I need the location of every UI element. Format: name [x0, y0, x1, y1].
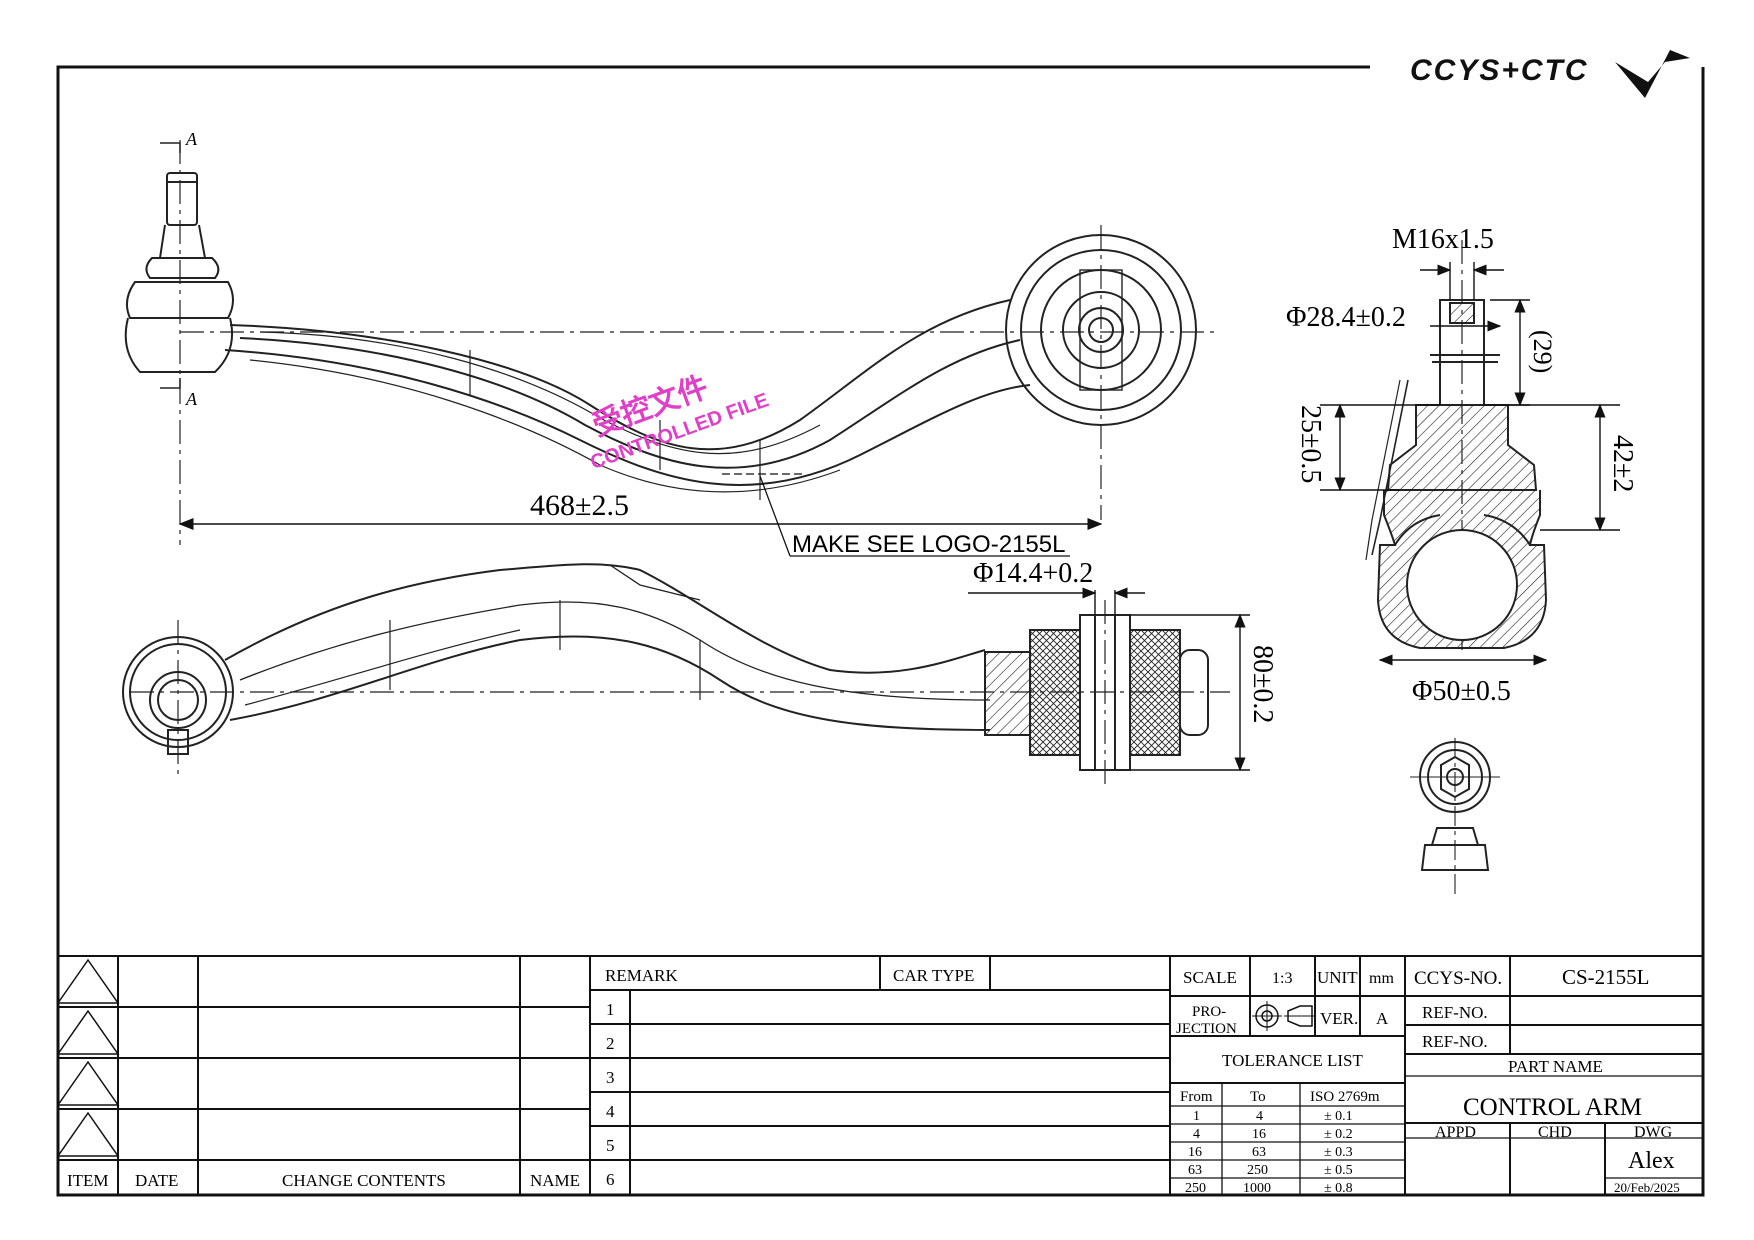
- chd-label: CHD: [1538, 1124, 1572, 1141]
- dim-ball: Φ50±0.5: [1412, 676, 1511, 707]
- logo-note: MAKE SEE LOGO-2155L: [792, 531, 1065, 558]
- ver-value: A: [1376, 1009, 1389, 1028]
- svg-text:4: 4: [1256, 1109, 1263, 1124]
- dim-bore: Φ14.4+0.2: [973, 558, 1093, 589]
- ccys-no-value: CS-2155L: [1562, 965, 1650, 989]
- ccys-ctc-logo: CCYS+CTC: [1410, 50, 1690, 98]
- header-change-contents: CHANGE CONTENTS: [282, 1171, 446, 1190]
- svg-text:± 0.5: ± 0.5: [1324, 1163, 1353, 1178]
- dim-width: 80±0.2: [1247, 645, 1278, 723]
- remark-row-number: 5: [606, 1136, 615, 1155]
- header-date: DATE: [135, 1171, 178, 1190]
- dim-25: 25±0.5: [1295, 405, 1326, 483]
- header-name: NAME: [530, 1171, 580, 1190]
- dim-29: (29): [1528, 330, 1557, 373]
- controlled-stamp: 受控文件 CONTROLLED FILE: [588, 370, 772, 474]
- section-mark-bottom: A: [185, 389, 198, 409]
- tolerance-row: 1 4 ± 0.1: [1193, 1109, 1353, 1124]
- drawing-date: 20/Feb/2025: [1614, 1180, 1680, 1195]
- ref-no-label: REF-NO.: [1422, 1003, 1488, 1022]
- title-block: [56, 955, 1703, 1195]
- scale-block: SCALE 1:3 UNIT mm PRO- JECTION VER. A TO…: [1176, 968, 1394, 1196]
- sheet-border: [56, 65, 1705, 1197]
- svg-text:63: 63: [1188, 1163, 1202, 1178]
- tolerance-title: TOLERANCE LIST: [1222, 1051, 1363, 1070]
- remark-table: REMARK CAR TYPE 1 2 3 4 5 6: [605, 966, 974, 1189]
- svg-text:250: 250: [1185, 1181, 1206, 1196]
- svg-text:± 0.3: ± 0.3: [1324, 1145, 1353, 1160]
- tolerance-header-std: ISO 2769m: [1310, 1089, 1380, 1105]
- remark-label: REMARK: [605, 966, 678, 985]
- section-mark-top: A: [185, 129, 198, 149]
- width-dimension: [1130, 613, 1250, 772]
- ver-label: VER.: [1320, 1009, 1358, 1028]
- dwg-value: Alex: [1628, 1148, 1675, 1174]
- dim-42-lines: [1508, 403, 1620, 532]
- car-type-label: CAR TYPE: [893, 966, 974, 985]
- logo-text: CCYS+CTC: [1410, 54, 1589, 87]
- scale-label: SCALE: [1183, 968, 1237, 987]
- svg-text:1: 1: [1193, 1109, 1200, 1124]
- part-name-value: CONTROL ARM: [1463, 1094, 1642, 1121]
- projection-label: JECTION: [1176, 1021, 1237, 1037]
- remark-row-number: 4: [606, 1102, 615, 1121]
- unit-label: UNIT: [1317, 968, 1358, 987]
- dim-29-lines: [1484, 298, 1530, 407]
- part-info-block: CCYS-NO. CS-2155L REF-NO. REF-NO. PART N…: [1414, 965, 1680, 1195]
- top-view-arm: [124, 140, 1220, 545]
- dim-length: 468±2.5: [530, 489, 629, 522]
- logo-note-leader: [722, 473, 1070, 557]
- ball-joint-section: [1365, 240, 1548, 650]
- remark-row-number: 1: [606, 1000, 615, 1019]
- header-item: ITEM: [67, 1171, 109, 1190]
- nut-views: [1410, 738, 1500, 895]
- thread-dimension: [1420, 262, 1504, 300]
- ccys-no-label: CCYS-NO.: [1414, 968, 1502, 989]
- remark-row-number: 3: [606, 1068, 615, 1087]
- part-name-label: PART NAME: [1508, 1057, 1603, 1076]
- bore-dimension: [968, 587, 1145, 615]
- tolerance-header-to: To: [1250, 1089, 1266, 1105]
- dim-42: 42±2: [1607, 435, 1638, 492]
- tolerance-header-from: From: [1180, 1089, 1213, 1105]
- tolerance-row: 63 250 ± 0.5: [1188, 1163, 1353, 1178]
- change-table: ITEM DATE CHANGE CONTENTS NAME: [67, 1171, 580, 1190]
- scale-value: 1:3: [1272, 970, 1292, 987]
- tolerance-row: 4 16 ± 0.2: [1193, 1127, 1353, 1142]
- appd-label: APPD: [1435, 1124, 1476, 1141]
- svg-text:± 0.1: ± 0.1: [1324, 1109, 1353, 1124]
- svg-text:1000: 1000: [1243, 1181, 1271, 1196]
- svg-text:± 0.2: ± 0.2: [1324, 1127, 1353, 1142]
- dim-25-lines: [1320, 403, 1440, 492]
- projection-label: PRO-: [1192, 1004, 1226, 1020]
- unit-value: mm: [1369, 970, 1394, 987]
- svg-text:16: 16: [1252, 1127, 1266, 1142]
- svg-text:250: 250: [1247, 1163, 1268, 1178]
- svg-text:± 0.8: ± 0.8: [1324, 1181, 1353, 1196]
- tolerance-row: 250 1000 ± 0.8: [1185, 1181, 1353, 1196]
- svg-text:4: 4: [1193, 1127, 1200, 1142]
- svg-text:16: 16: [1188, 1145, 1202, 1160]
- tolerance-row: 16 63 ± 0.3: [1188, 1145, 1353, 1160]
- dim-taper: Φ28.4±0.2: [1286, 302, 1406, 333]
- remark-row-number: 2: [606, 1034, 615, 1053]
- remark-row-number: 6: [606, 1170, 615, 1189]
- dwg-label: DWG: [1634, 1124, 1673, 1141]
- svg-text:63: 63: [1252, 1145, 1266, 1160]
- ref-no-label: REF-NO.: [1422, 1032, 1488, 1051]
- dim-thread: M16x1.5: [1392, 224, 1494, 255]
- front-view-arm: [122, 563, 1230, 790]
